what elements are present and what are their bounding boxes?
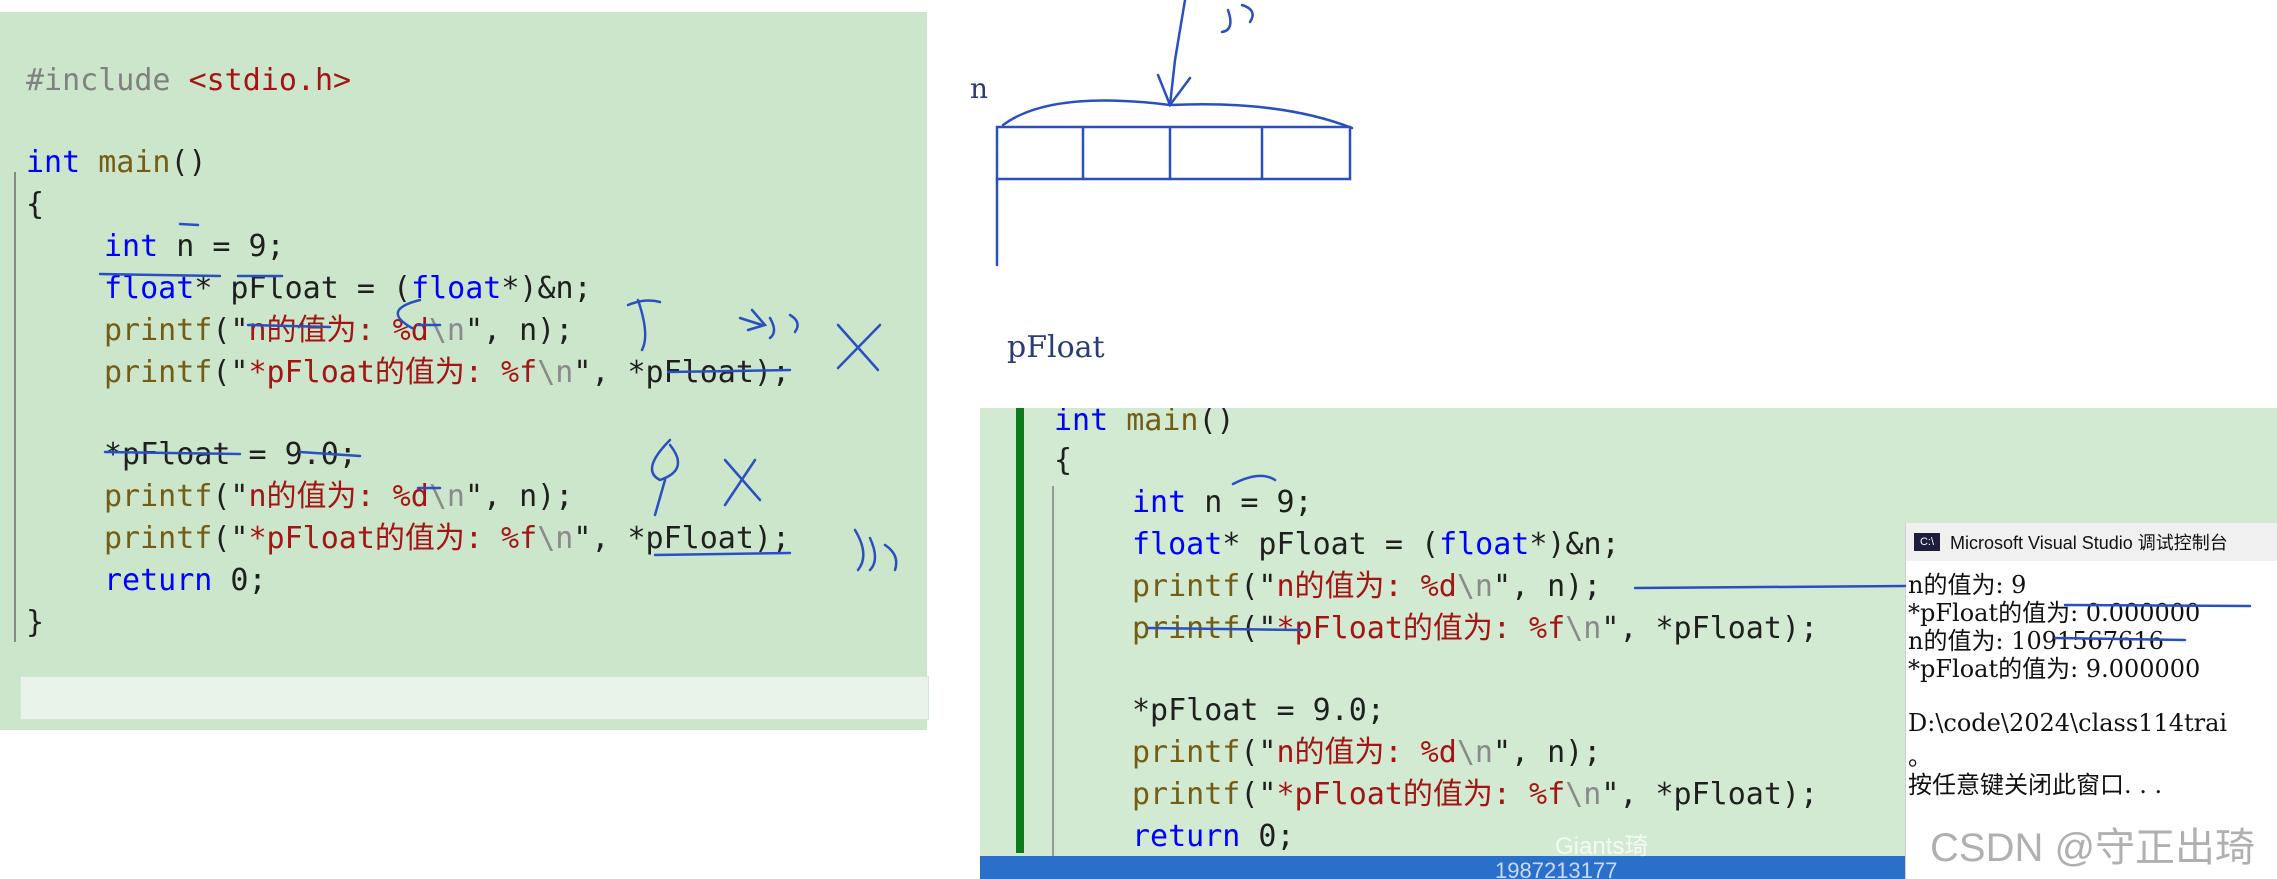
code-line-return: return 0; xyxy=(104,563,267,598)
code-line-return: return 0; xyxy=(1132,819,1295,854)
console-output-line: *pFloat的值为: 0.000000 xyxy=(1908,599,2201,627)
fold-guide xyxy=(14,172,16,642)
memory-box xyxy=(995,125,1352,181)
code-line-printf-n-1: printf("n的值为: %d\n", n); xyxy=(1132,569,1602,604)
console-output-line: *pFloat的值为: 9.000000 xyxy=(1908,655,2201,683)
code-line-printf-n-2: printf("n的值为: %d\n", n); xyxy=(1132,735,1602,770)
console-app-icon: C:\ xyxy=(1914,533,1940,551)
page-watermark: CSDN @守正出琦 xyxy=(1930,826,2256,870)
code-line-main: int main() xyxy=(26,145,207,180)
hand-note-top xyxy=(1220,3,1254,34)
console-output-line: D:\code\2024\class114trai xyxy=(1908,709,2228,737)
code-line-open-brace: { xyxy=(26,187,45,222)
label-pfloat: pFloat xyxy=(1007,330,1105,365)
console-title: Microsoft Visual Studio 调试控制台 xyxy=(1950,533,2228,553)
code-line-float-ptr: float* pFloat = (float*)&n; xyxy=(104,271,592,306)
code-line-printf-pfloat-1: printf("*pFloat的值为: %f\n", *pFloat); xyxy=(104,355,791,390)
change-indicator-bar xyxy=(1016,408,1024,853)
code-line-printf-n-2: printf("n的值为: %d\n", n); xyxy=(104,479,574,514)
console-title-bar[interactable]: C:\ Microsoft Visual Studio 调试控制台 xyxy=(1906,523,2277,561)
code-line-printf-pfloat-1: printf("*pFloat的值为: %f\n", *pFloat); xyxy=(1132,611,1819,646)
code-line-assign-pfloat: *pFloat = 9.0; xyxy=(104,437,357,472)
console-output-line: 。 xyxy=(1908,743,1932,771)
code-line-printf-pfloat-2: printf("*pFloat的值为: %f\n", *pFloat); xyxy=(1132,777,1819,812)
console-output-line: n的值为: 9 xyxy=(1908,571,2027,599)
video-watermark-id: 1987213177 xyxy=(1495,858,1618,879)
brace-arc xyxy=(1001,99,1354,130)
code-line-main: int main() xyxy=(1054,408,1235,438)
debug-console-window[interactable]: C:\ Microsoft Visual Studio 调试控制台 n的值为: … xyxy=(1905,523,2277,879)
console-output-line: 按任意键关闭此窗口. . . xyxy=(1908,771,2163,799)
fold-guide xyxy=(1052,486,1054,856)
code-line-assign-pfloat: *pFloat = 9.0; xyxy=(1132,693,1385,728)
video-watermark: Giants琦 xyxy=(1555,833,1649,860)
code-line-printf-n-1: printf("n的值为: %d\n", n); xyxy=(104,313,574,348)
code-line-include: #include <stdio.h> xyxy=(26,63,352,98)
editor-footer-bar xyxy=(20,676,929,720)
code-line-printf-pfloat-2: printf("*pFloat的值为: %f\n", *pFloat); xyxy=(104,521,791,556)
code-line-int-n: int n = 9; xyxy=(1132,485,1313,520)
code-line-open-brace: { xyxy=(1054,443,1073,478)
code-line-float-ptr: float* pFloat = (float*)&n; xyxy=(1132,527,1620,562)
left-code-editor[interactable]: #include <stdio.h> int main() { int n = … xyxy=(0,12,929,730)
code-line-int-n: int n = 9; xyxy=(104,229,285,264)
arrow-head xyxy=(1156,73,1192,108)
arrow-shaft xyxy=(1168,0,1187,107)
label-n: n xyxy=(970,72,989,105)
code-line-close-brace: } xyxy=(26,605,45,640)
